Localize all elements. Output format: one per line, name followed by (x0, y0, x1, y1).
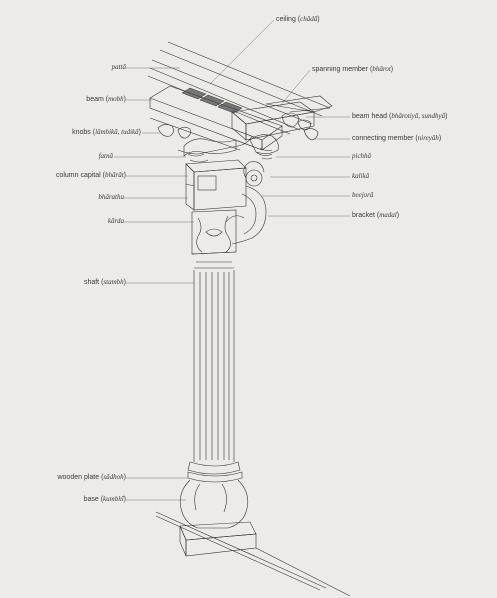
term: pichhā (352, 152, 372, 160)
term: bhārathu (98, 193, 124, 201)
label-fatna: fatnā (99, 152, 113, 161)
name: bracket (352, 212, 375, 219)
label-karda: kārda (108, 217, 124, 226)
wooden-plate (187, 461, 243, 483)
term: bhārāt (104, 171, 124, 179)
term: lāmbikā, tudikā (95, 128, 139, 136)
label-beejora: beejorā (352, 191, 373, 200)
label-bharathu: bhārathu (98, 193, 124, 202)
label-kalika: kalikā (352, 172, 369, 181)
name: wooden plate (57, 474, 100, 481)
base (179, 479, 257, 557)
label-spanning-member: spanning member (bhārot) (312, 65, 394, 73)
label-beam-head: beam head (bhārotiyā, sundhyā) (352, 112, 448, 120)
term: beejorā (352, 191, 374, 199)
beam-heads (157, 112, 319, 141)
bracket (225, 185, 267, 245)
name: shaft (83, 279, 100, 286)
name: beam (86, 96, 104, 103)
name: beam head (352, 113, 388, 120)
name: ceiling (276, 16, 296, 23)
beam (149, 85, 283, 151)
label-base: base (kumbhī) (83, 495, 126, 503)
term: stambh (103, 278, 124, 286)
term: mobh (108, 95, 124, 103)
ceiling-planks (147, 41, 331, 135)
term: bhārotiyā, sundhyā (391, 112, 446, 120)
name: base (83, 496, 99, 503)
label-patta: pattā (112, 63, 126, 72)
label-beam: beam (mobh) (86, 95, 126, 103)
spanning-member (231, 95, 333, 141)
column-capital (185, 159, 247, 211)
label-knobs: knobs (lāmbikā, tudikā) (72, 128, 141, 136)
label-pichha: pichhā (352, 152, 371, 161)
term: sādhoh (103, 473, 124, 481)
label-bracket: bracket (madal) (352, 211, 400, 219)
name: column capital (55, 172, 101, 179)
label-shaft: shaft (stambh) (83, 278, 126, 286)
name: knobs (72, 129, 91, 136)
name: connecting member (352, 135, 414, 142)
term: kalikā (352, 172, 370, 180)
label-wooden-plate: wooden plate (sādhoh) (57, 473, 126, 481)
floor-lines (155, 511, 351, 597)
term: bhārot (372, 65, 391, 73)
karda (191, 209, 237, 269)
term: kumbhī (103, 495, 124, 503)
term: chādā (300, 15, 318, 23)
shaft (193, 270, 235, 462)
term: madal (379, 211, 397, 219)
patta-slats (181, 87, 243, 114)
beejora (243, 161, 265, 187)
label-column-capital: column capital (bhārāt) (55, 171, 126, 179)
leader-lines (114, 19, 350, 501)
term: kārda (107, 217, 124, 225)
label-connecting-member: connecting member (nireyāh) (352, 134, 442, 142)
term: nireyāh (417, 134, 439, 142)
name: spanning member (312, 66, 369, 73)
term: pattā (111, 63, 126, 71)
capital-carvings (177, 134, 279, 163)
label-ceiling: ceiling (chādā) (276, 15, 320, 23)
term: fatnā (98, 152, 113, 160)
